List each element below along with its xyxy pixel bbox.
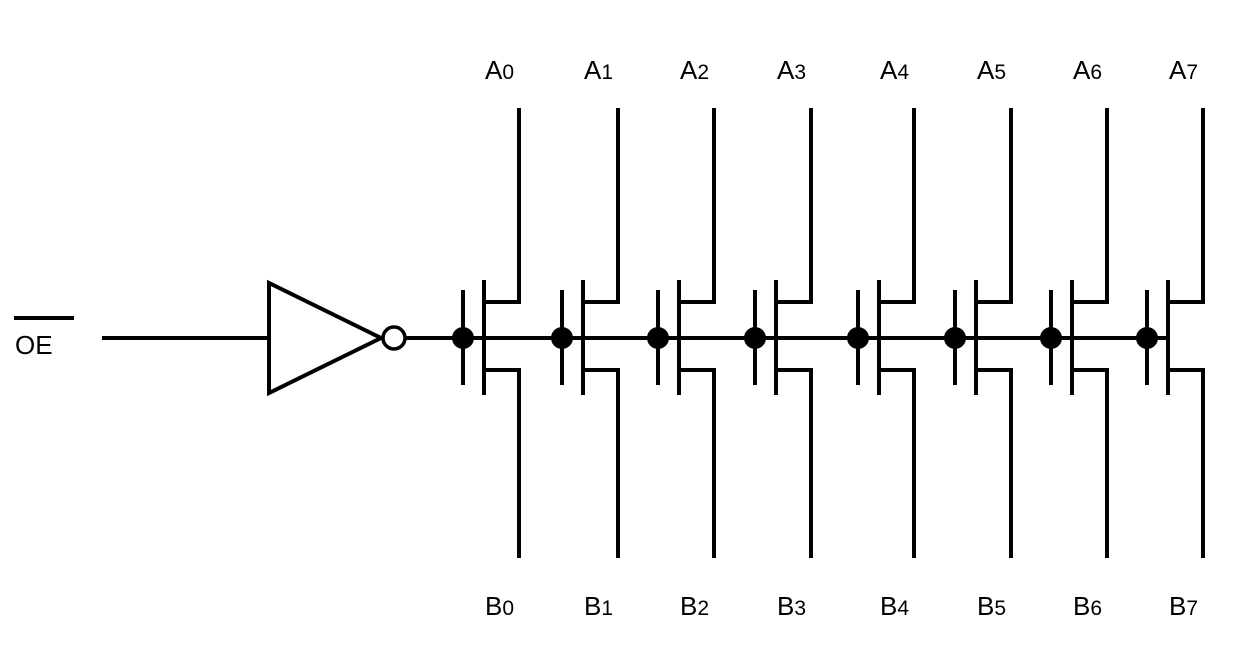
a-lead-wire: [1168, 108, 1205, 304]
pin-label-b5: B5: [977, 591, 1006, 621]
junction-dot: [847, 327, 869, 349]
b-lead-wire: [776, 368, 813, 558]
pin-label-a4: A4: [880, 55, 909, 85]
pin-label-a6: A6: [1073, 55, 1102, 85]
a-lead-wire: [976, 108, 1013, 304]
pin-label-a1: A1: [584, 55, 613, 85]
a-lead-wire: [583, 108, 620, 304]
inverter-triangle: [267, 279, 386, 397]
a-lead-wire: [1072, 108, 1109, 304]
junction-dot: [647, 327, 669, 349]
b-lead-wire: [1168, 368, 1205, 558]
pin-label-b2: B2: [680, 591, 709, 621]
b-lead-wire: [484, 368, 521, 558]
a-lead-wire: [484, 108, 521, 304]
b-lead-wire: [679, 368, 716, 558]
pin-label-b0: B0: [485, 591, 514, 621]
pin-label-a7: A7: [1169, 55, 1198, 85]
a-lead-wire: [776, 108, 813, 304]
inverter-bubble: [381, 325, 407, 351]
junction-dot: [944, 327, 966, 349]
pin-label-a5: A5: [977, 55, 1006, 85]
junction-dot: [744, 327, 766, 349]
pin-label-b1: B1: [584, 591, 613, 621]
pin-label-b6: B6: [1073, 591, 1102, 621]
b-lead-wire: [879, 368, 916, 558]
pin-label-b7: B7: [1169, 591, 1198, 621]
pin-label-b4: B4: [880, 591, 909, 621]
junction-dot: [1136, 327, 1158, 349]
pin-label-a0: A0: [485, 55, 514, 85]
b-lead-wire: [583, 368, 620, 558]
pin-label-a3: A3: [777, 55, 806, 85]
b-lead-wire: [976, 368, 1013, 558]
junction-dot: [1040, 327, 1062, 349]
junction-dot: [551, 327, 573, 349]
pin-label-a2: A2: [680, 55, 709, 85]
oe-label: OE: [15, 330, 53, 360]
pin-label-b3: B3: [777, 591, 806, 621]
a-lead-wire: [679, 108, 716, 304]
a-lead-wire: [879, 108, 916, 304]
b-lead-wire: [1072, 368, 1109, 558]
junction-dot: [452, 327, 474, 349]
